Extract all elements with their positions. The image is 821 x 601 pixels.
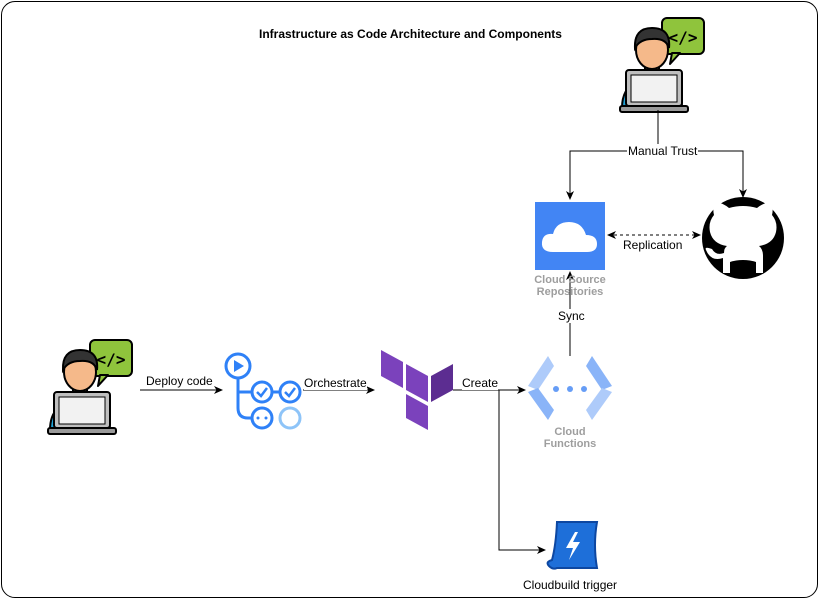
csr-label-line1: Cloud Source [534,274,606,286]
edge-label-orchestrate: Orchestrate [304,376,367,390]
terraform-icon [381,350,453,430]
cloud-functions-label: Cloud Functions [520,426,620,450]
cloud-functions-icon [528,356,612,420]
cloud-source-repositories-label: Cloud Source Repositories [520,274,620,298]
github-actions-icon [224,352,302,430]
github-icon [702,197,784,279]
developer-left-icon [47,339,133,435]
edge-label-deploy-code: Deploy code [146,374,213,388]
cloudbuild-trigger-icon [546,521,599,570]
developer-top-icon [619,17,705,113]
edge-label-sync: Sync [557,309,586,323]
csr-label-line2: Repositories [536,286,604,298]
edge-manual-trust-to-csr [566,150,658,200]
cf-label-line1: Cloud [554,426,586,438]
cf-label-line2: Functions [543,438,597,450]
edge-label-create: Create [462,376,499,390]
diagram-title: Infrastructure as Code Architecture and … [259,27,562,41]
cloud-source-repositories-icon [535,202,605,270]
edge-label-replication: Replication [622,238,684,252]
edge-label-manual-trust: Manual Trust [627,144,699,158]
cloudbuild-trigger-label: Cloudbuild trigger [523,578,618,592]
edge-create-trigger [498,390,546,554]
